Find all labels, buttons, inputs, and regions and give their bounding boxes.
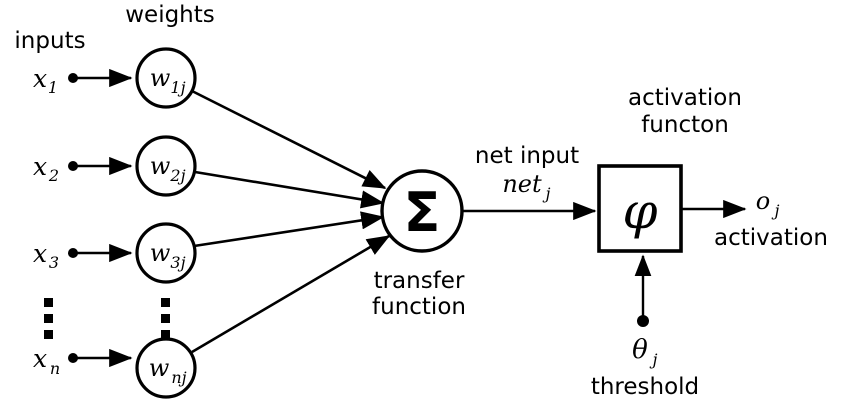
weight-variable-1: w <box>150 64 171 92</box>
net-input-subscript: j <box>543 184 551 203</box>
input-subscript-1: 1 <box>48 78 58 97</box>
activation-function-node: φ <box>597 164 683 253</box>
net-input-symbol: net j <box>502 170 550 203</box>
summation-sigma-icon: Σ <box>404 181 441 244</box>
input-variable-2: x <box>33 152 47 181</box>
threshold-variable: θ <box>632 335 648 365</box>
transfer-function-label-line1: transfer <box>374 268 465 294</box>
weight-circle-n <box>135 337 197 399</box>
weight-subscript-2: 2j <box>169 166 185 185</box>
output-variable: o <box>756 187 770 215</box>
input-terminal-dot-1 <box>68 73 78 83</box>
weight-node-2: w 2j <box>135 135 197 197</box>
activation-function-label-line1: activation <box>628 85 742 111</box>
transfer-function-label-line2: function <box>372 294 466 320</box>
output-subscript: j <box>772 201 780 220</box>
weight-subscript-1: 1j <box>170 78 185 97</box>
input-subscript-2: 2 <box>48 166 59 185</box>
weight-subscript-3: 3j <box>170 253 185 272</box>
net-input-label: net input <box>475 143 579 169</box>
input-group-2: x 2 <box>33 152 133 185</box>
weight-to-sum-edge-3 <box>193 211 385 248</box>
input-subscript-3: 3 <box>49 253 59 272</box>
threshold-subscript: j <box>650 350 658 369</box>
threshold-terminal-dot <box>637 315 649 327</box>
weight-circle-1 <box>135 47 197 109</box>
input-subscript-n: n <box>50 359 60 378</box>
weights-label: weights <box>125 2 215 28</box>
weight-node-n: w nj <box>135 337 197 399</box>
weight-node-1: w 1j <box>135 47 197 109</box>
input-group-3: x 3 <box>33 239 133 272</box>
input-variable-3: x <box>33 239 47 268</box>
weight-variable-2: w <box>150 152 171 180</box>
input-terminal-dot-3 <box>68 248 78 258</box>
input-group-n: x n <box>33 344 133 378</box>
activation-function-label-line2: functon <box>641 112 729 138</box>
threshold-symbol: θ j <box>632 335 657 369</box>
output-symbol: o j <box>756 187 780 220</box>
weight-to-sum-edge-n <box>191 234 391 354</box>
weight-circle-3 <box>135 222 197 284</box>
summation-node: Σ <box>380 169 464 253</box>
input-terminal-dot-2 <box>68 161 78 171</box>
weight-circle-2 <box>135 135 197 197</box>
weight-to-sum-edge-2 <box>194 170 385 209</box>
inputs-label: inputs <box>14 28 85 54</box>
input-variable-1: x <box>33 64 47 93</box>
weight-to-sum-edge-1 <box>191 89 387 190</box>
activation-phi-icon: φ <box>622 182 657 240</box>
weight-variable-3: w <box>150 239 171 267</box>
input-group-1: x 1 <box>33 64 133 97</box>
net-input-variable: net <box>502 170 542 198</box>
weight-node-3: w 3j <box>135 222 197 284</box>
input-terminal-dot-n <box>68 353 78 363</box>
inputs-vertical-ellipsis-icon <box>44 298 53 339</box>
weight-subscript-n: nj <box>171 368 186 387</box>
threshold-label: threshold <box>591 374 699 400</box>
weights-vertical-ellipsis-icon <box>161 298 170 339</box>
activation-output-label: activation <box>714 225 828 251</box>
weight-variable-n: w <box>149 354 170 382</box>
input-variable-n: x <box>33 344 47 373</box>
